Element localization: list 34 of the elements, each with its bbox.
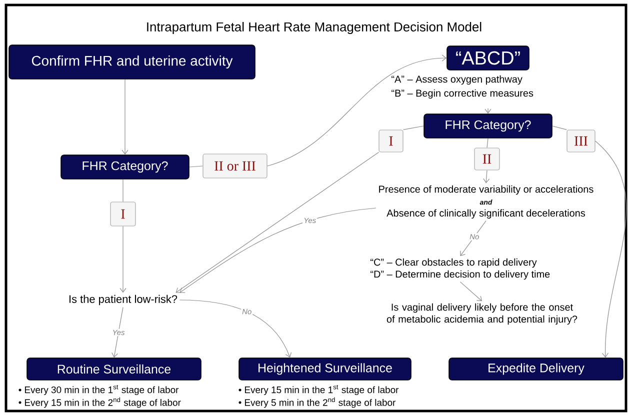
- category-badge: II: [474, 148, 500, 170]
- arrow: [460, 282, 482, 302]
- arrow: [460, 220, 486, 256]
- process-box: FHR Category?: [424, 114, 552, 138]
- question-text: Is the patient low-risk?: [70, 294, 178, 306]
- arrow: [483, 170, 490, 184]
- process-box: Routine Surveillance: [26, 358, 202, 380]
- step-text: “C” – Clear obstacles to rapid delivery “D” – Determine decision to delivery time: [370, 258, 550, 280]
- arrow: [122, 79, 128, 155]
- arrow: [120, 226, 126, 293]
- process-box: “ABCD”: [446, 46, 530, 70]
- arrow: [180, 208, 376, 293]
- category-badge: I: [110, 202, 136, 226]
- arrow: [176, 152, 379, 293]
- arrow: [267, 54, 447, 166]
- arrow: [112, 307, 124, 358]
- process-box: Confirm FHR and uterine activity: [8, 44, 256, 80]
- title: Intrapartum Fetal Heart Rate Management Decision Model: [147, 22, 482, 34]
- bullet-text: Every 15 min in the 1$^{st}$ stage of labor: [238, 384, 399, 396]
- arrow: [484, 108, 492, 114]
- process-box: Heightened Surveillance: [238, 358, 412, 380]
- category-badge: II or III: [202, 154, 268, 178]
- bullet-text: Every 15 min in the 2$^{nd}$ stage of labor: [18, 397, 181, 408]
- category-badge: I: [378, 130, 404, 152]
- bullet-text: Every 30 min in the 1$^{st}$ stage of labor: [18, 384, 179, 396]
- process-box: FHR Category?: [60, 154, 190, 180]
- question-text: Is vaginal delivery likely before the onset of metabolic acidemia and potential injury?: [386, 303, 578, 325]
- process-box: Expedite Delivery: [448, 358, 624, 380]
- bullet-text: Every 5 min in the 2$^{nd}$ stage of labor: [238, 397, 396, 408]
- arrow: [595, 140, 626, 358]
- arrow: [179, 300, 292, 358]
- step-text: “A” – Assess oxygen pathway: [392, 75, 522, 85]
- category-badge: III: [566, 130, 596, 152]
- step-text: “B” – Begin corrective measures: [392, 89, 534, 99]
